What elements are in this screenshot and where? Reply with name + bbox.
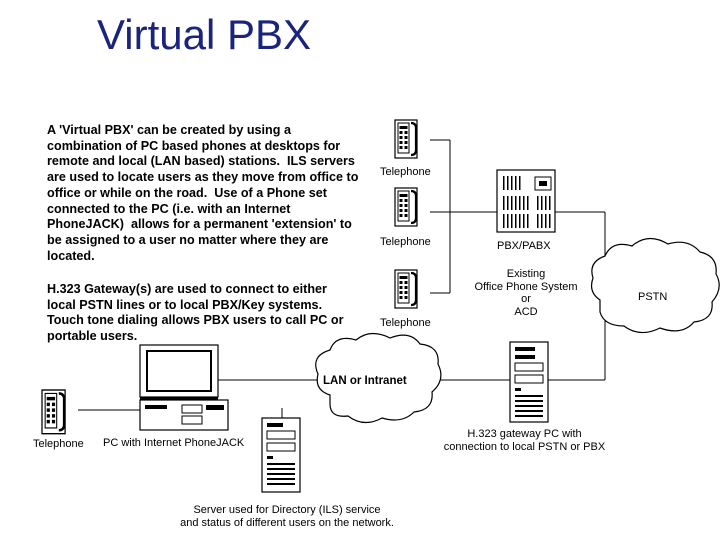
description-paragraph-2: H.323 Gateway(s) are used to connect to … xyxy=(47,282,344,344)
pstn-label: PSTN xyxy=(638,291,668,303)
page-title: Virtual PBX xyxy=(97,11,311,58)
telephone-icon xyxy=(393,118,419,160)
pstn-cloud-icon xyxy=(590,237,720,334)
telephone-label: Telephone xyxy=(380,317,431,329)
ils-server-icon xyxy=(261,417,301,493)
connection-lines xyxy=(78,139,606,418)
telephone-icon xyxy=(393,268,419,310)
telephone-label: Telephone xyxy=(380,236,431,248)
server-label: Server used for Directory (ILS) service … xyxy=(180,504,394,529)
gateway-server-icon xyxy=(509,341,549,423)
telephone-icon xyxy=(393,186,419,228)
pbx-label: PBX/PABX xyxy=(497,240,551,252)
gateway-label: H.323 gateway PC with connection to loca… xyxy=(443,428,606,453)
telephone-label: Telephone xyxy=(380,166,431,178)
telephone-icon xyxy=(40,388,67,435)
lan-cloud-icon xyxy=(315,332,442,424)
telephone-label: Telephone xyxy=(33,438,84,450)
existing-phone-system-label: Existing Office Phone System or ACD xyxy=(474,268,578,318)
pc-phonejack-label: PC with Internet PhoneJACK xyxy=(103,437,245,449)
pbx-cabinet-icon xyxy=(496,169,556,233)
pc-monitor-icon xyxy=(139,344,229,431)
description-paragraph-1: A 'Virtual PBX' can be created by using … xyxy=(47,123,359,263)
lan-label: LAN or Intranet xyxy=(323,375,407,387)
